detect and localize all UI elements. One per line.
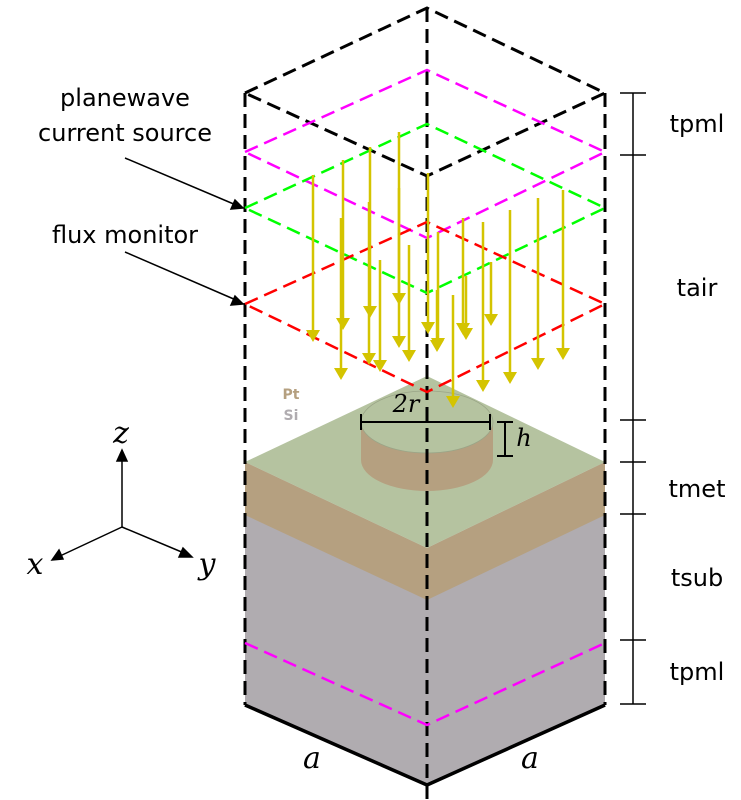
incident-arrows <box>306 132 570 408</box>
x-axis-label: x <box>27 547 44 582</box>
field-arrow-head <box>392 336 406 348</box>
field-arrow-head <box>362 353 376 365</box>
layer-label-substrate: tsub <box>671 564 723 592</box>
field-arrow-head <box>484 314 498 326</box>
field-arrow-head <box>336 318 350 330</box>
cell-outline <box>241 6 609 800</box>
field-arrow-head <box>306 330 320 342</box>
field-arrow-head <box>430 340 444 352</box>
field-arrow-head <box>402 350 416 362</box>
coordinate-axes <box>50 448 194 561</box>
z-axis-label: z <box>112 416 129 451</box>
source-plane <box>242 122 608 295</box>
height-dimension <box>497 421 513 457</box>
pointer-arrows <box>124 157 245 306</box>
diameter-dimension <box>360 414 491 430</box>
width-label-left: a <box>303 741 321 776</box>
field-arrow-head <box>476 380 490 392</box>
height-label: h <box>516 424 531 452</box>
pt-material-label: Pt <box>283 387 300 403</box>
y-axis-label: y <box>197 547 217 582</box>
field-arrow-head <box>459 328 473 340</box>
metal-left-face <box>245 462 427 600</box>
layer-ruler <box>620 92 646 705</box>
layer-label-air: tair <box>677 274 718 302</box>
layer-label-bottom-pml: tpml <box>670 658 725 686</box>
source-label-line2: current source <box>38 119 212 147</box>
metal-right-face <box>427 462 605 600</box>
top-pml-plane <box>242 68 608 240</box>
layer-label-top-pml: tpml <box>670 110 725 138</box>
field-arrow-head <box>421 322 435 334</box>
bottom-pml-plane <box>244 641 606 727</box>
flux-monitor-plane <box>242 220 608 394</box>
source-label-line1: planewave <box>60 84 190 112</box>
si-material-label: Si <box>284 408 299 424</box>
cell-bottom-edges <box>244 703 606 787</box>
layer-label-metal: tmet <box>669 475 726 503</box>
field-arrow-head <box>446 396 460 408</box>
field-arrow-head <box>334 368 348 380</box>
field-arrow-head <box>531 358 545 370</box>
field-arrow-head <box>373 360 387 372</box>
width-label-right: a <box>521 741 539 776</box>
flux-monitor-label: flux monitor <box>52 221 198 249</box>
field-arrow-head <box>503 372 517 384</box>
field-arrow-head <box>556 348 570 360</box>
diameter-label: 2r <box>392 390 421 418</box>
